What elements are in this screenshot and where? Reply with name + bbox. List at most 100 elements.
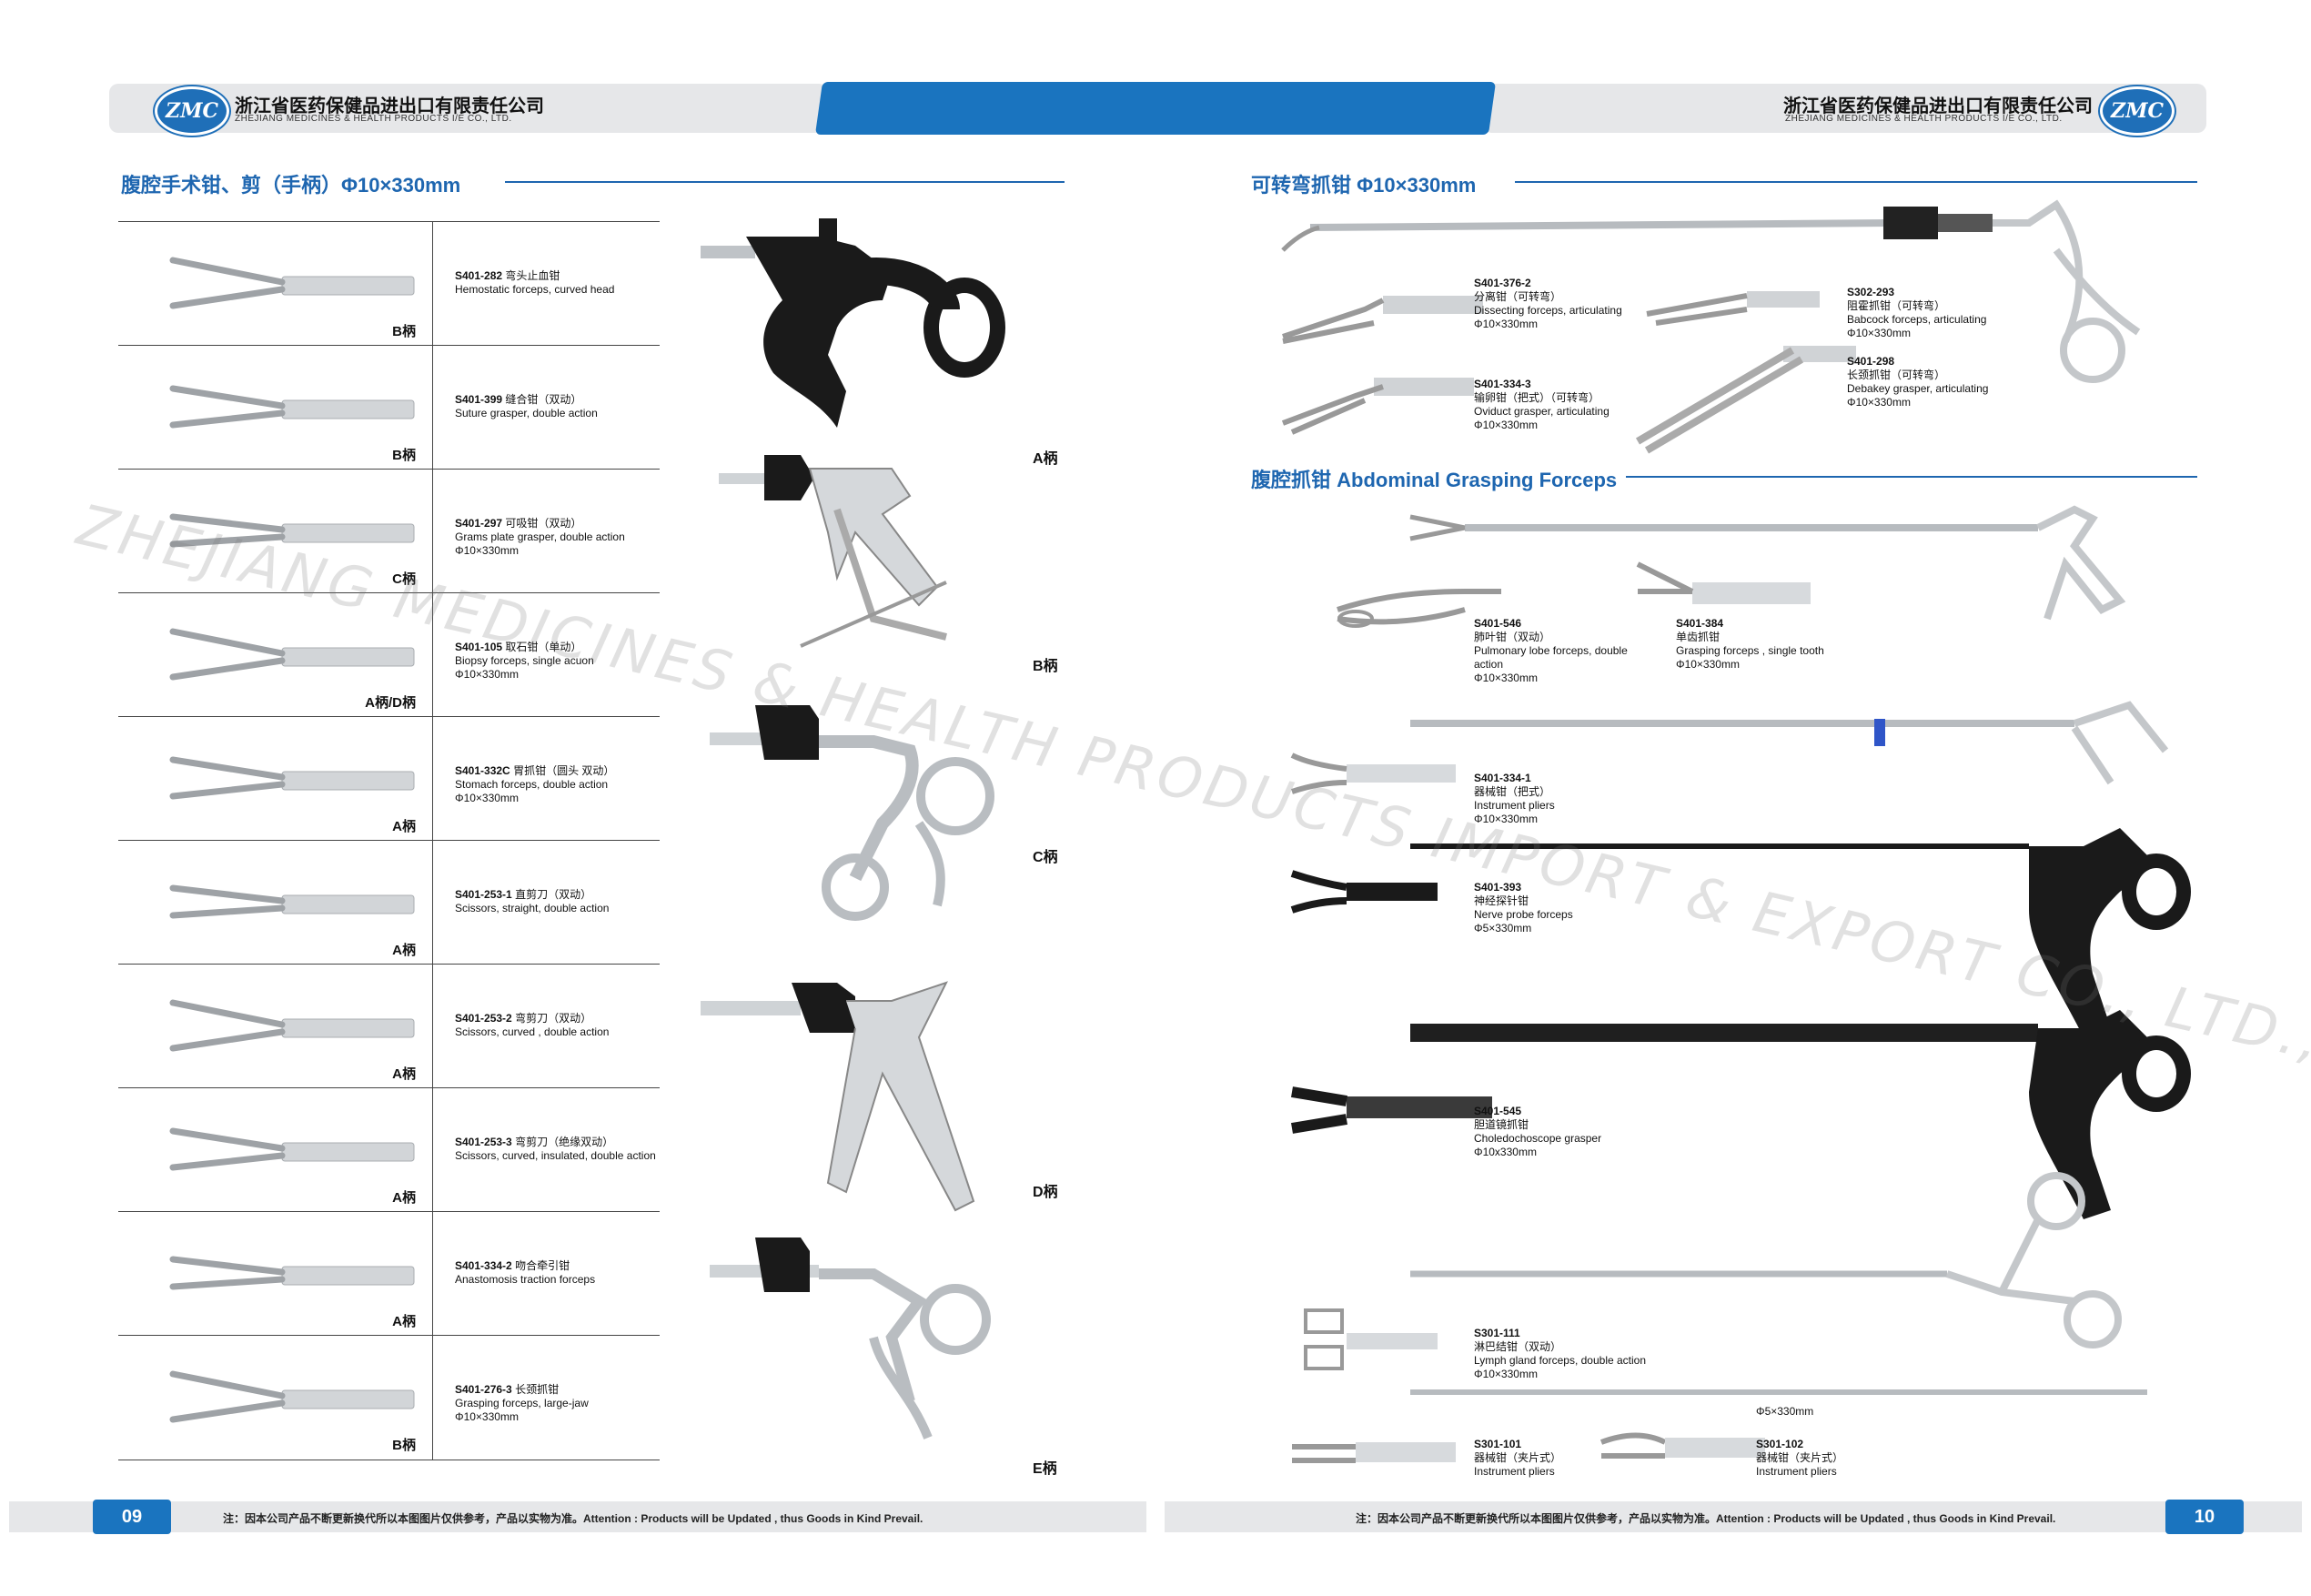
product-description: S401-105 取石钳（单动）Biopsy forceps, single a… xyxy=(455,641,660,682)
handle-type-label: B柄 xyxy=(392,1438,416,1453)
handle-label-e: E柄 xyxy=(1033,1461,1057,1477)
product-code: S401-297 xyxy=(455,517,503,530)
caption-s401-334-1: S401-334-1 器械钳（把式） Instrument pliers Φ10… xyxy=(1474,772,1555,825)
product-code: S401-253-2 xyxy=(455,1012,512,1025)
product-name-en: Stomach forceps, double action xyxy=(455,778,609,791)
table-row: A柄 S401-332C 胃抓钳（圆头 双动）Stomach forceps, d… xyxy=(118,716,660,841)
handle-c-illustration xyxy=(710,705,994,921)
product-name-cn: 长颈抓钳 xyxy=(515,1383,560,1396)
product-description: S401-253-3 弯剪刀（绝缘双动）Scissors, curved, in… xyxy=(455,1136,660,1163)
instrument-illustration xyxy=(169,628,415,681)
instrument-illustration xyxy=(169,1127,415,1171)
company-logo-left: ZMC xyxy=(155,86,229,136)
handle-type-label: C柄 xyxy=(392,571,416,587)
product-name-en: Suture grasper, double action xyxy=(455,407,598,419)
caption-s302-293: S302-293 阻霍抓钳（可转弯） Babcock forceps, arti… xyxy=(1847,286,1987,339)
caption-s401-298: S401-298 长颈抓钳（可转弯） Debakey grasper, arti… xyxy=(1847,355,1989,409)
table-row: A柄/D柄 S401-105 取石钳（单动）Biopsy forceps, sin… xyxy=(118,592,660,717)
header-bar-right xyxy=(1483,84,2206,133)
instrument-illustration xyxy=(169,999,415,1052)
left-section-rule xyxy=(505,181,1065,183)
product-spec: Φ10×330mm xyxy=(455,1410,519,1423)
product-name-cn: 弯剪刀（双动） xyxy=(515,1012,592,1025)
handle-type-label: A柄/D柄 xyxy=(365,695,416,711)
footer-note-left: 注：因本公司产品不断更新换代所以本图图片仅供参考，产品以实物为准。Attenti… xyxy=(223,1512,923,1525)
product-code: S401-276-3 xyxy=(455,1383,512,1396)
product-name-en: Grasping forceps, large-jaw xyxy=(455,1397,589,1409)
handle-d-illustration xyxy=(701,981,975,1212)
product-description: S401-253-2 弯剪刀（双动）Scissors, curved , dou… xyxy=(455,1012,660,1039)
handle-type-label: A柄 xyxy=(392,1066,416,1082)
product-code: S401-253-3 xyxy=(455,1136,512,1148)
column-divider xyxy=(432,222,433,346)
instrument-illustration xyxy=(169,385,415,429)
handle-e-illustration xyxy=(710,1237,991,1439)
handle-type-label: A柄 xyxy=(392,819,416,834)
product-description: S401-253-1 直剪刀（双动）Scissors, straight, do… xyxy=(455,888,660,915)
product-code: S401-282 xyxy=(455,269,503,282)
product-description: S401-399 缝合钳（双动）Suture grasper, double a… xyxy=(455,393,660,420)
product-name-cn: 可吸钳（双动） xyxy=(505,517,582,530)
footer-bar-right xyxy=(1165,1501,2302,1532)
instrument-illustration xyxy=(169,1370,415,1423)
column-divider xyxy=(432,346,433,470)
grasping-forceps-illustrations xyxy=(1290,505,2191,1463)
product-name-cn: 弯剪刀（绝缘双动） xyxy=(515,1136,614,1148)
handle-type-label: B柄 xyxy=(392,448,416,463)
handle-type-label: A柄 xyxy=(392,943,416,958)
caption-s401-376-2: S401-376-2 分离钳（可转弯） Dissecting forceps, … xyxy=(1474,277,1622,330)
product-name-en: Biopsy forceps, single acuon xyxy=(455,654,594,667)
right-section2-rule xyxy=(1626,476,2197,478)
table-row: A柄 S401-253-3 弯剪刀（绝缘双动）Scissors, curved, … xyxy=(118,1087,660,1212)
product-description: S401-332C 胃抓钳（圆头 双动）Stomach forceps, dou… xyxy=(455,764,660,805)
product-description: S401-297 可吸钳（双动）Grams plate grasper, dou… xyxy=(455,517,660,558)
product-name-cn: 吻合牵引钳 xyxy=(515,1259,570,1272)
product-name-en: Scissors, curved , double action xyxy=(455,1025,610,1038)
handle-a-illustration xyxy=(701,218,1005,428)
column-divider xyxy=(432,1336,433,1460)
caption-s301-101: S301-101 器械钳（夹片式） Instrument pliers xyxy=(1474,1438,1562,1478)
product-name-en: Hemostatic forceps, curved head xyxy=(455,283,615,296)
product-code: S401-332C xyxy=(455,764,510,777)
handle-label-a: A柄 xyxy=(1033,451,1058,467)
product-name-cn: 弯头止血钳 xyxy=(505,269,560,282)
spec-5mm-label: Φ5×330mm xyxy=(1756,1405,1814,1418)
instrument-illustration xyxy=(169,257,415,309)
caption-s401-384: S401-384 单齿抓钳 Grasping forceps , single … xyxy=(1676,617,1824,671)
page-number-right: 10 xyxy=(2165,1500,2244,1534)
caption-s401-546: S401-546 肺叶钳（双动） Pulmonary lobe forceps,… xyxy=(1474,617,1628,684)
company-name-cn-right: 浙江省医药保健品进出口有限责任公司 xyxy=(1783,96,2093,116)
handle-illustrations xyxy=(701,218,1005,1439)
caption-s401-334-3: S401-334-3 输卵钳（把式）（可转弯） Oviduct grasper,… xyxy=(1474,378,1610,431)
right-section2-title: 腹腔抓钳 Abdominal Grasping Forceps xyxy=(1251,469,1618,491)
column-divider xyxy=(432,470,433,593)
table-row: C柄 S401-297 可吸钳（双动）Grams plate grasper, d… xyxy=(118,469,660,593)
right-section1-title: 可转弯抓钳 Φ10×330mm xyxy=(1251,174,1477,197)
column-divider xyxy=(432,841,433,965)
instrument-illustration xyxy=(169,756,415,800)
column-divider xyxy=(432,1088,433,1212)
column-divider xyxy=(432,965,433,1088)
company-name-cn-left: 浙江省医药保健品进出口有限责任公司 xyxy=(235,96,544,116)
column-divider xyxy=(432,717,433,841)
handle-type-label: A柄 xyxy=(392,1190,416,1206)
instrument-illustration xyxy=(169,513,415,548)
handle-type-label: A柄 xyxy=(392,1314,416,1329)
product-name-cn: 缝合钳（双动） xyxy=(505,393,582,406)
caption-s401-393: S401-393 神经探针钳 Nerve probe forceps Φ5×33… xyxy=(1474,881,1573,934)
company-logo-right: ZMC xyxy=(2100,86,2175,136)
handle-type-label: B柄 xyxy=(392,324,416,339)
product-name-cn: 直剪刀（双动） xyxy=(515,888,592,901)
company-name-en-left: ZHEJIANG MEDICINES & HEALTH PRODUCTS I/E… xyxy=(235,114,512,124)
product-code: S401-253-1 xyxy=(455,888,512,901)
handle-b-illustration xyxy=(719,455,947,648)
instrument-illustration xyxy=(169,884,415,919)
articulating-forceps-illustrations xyxy=(1281,199,2141,454)
table-row: B柄 S401-399 缝合钳（双动）Suture grasper, double… xyxy=(118,345,660,470)
